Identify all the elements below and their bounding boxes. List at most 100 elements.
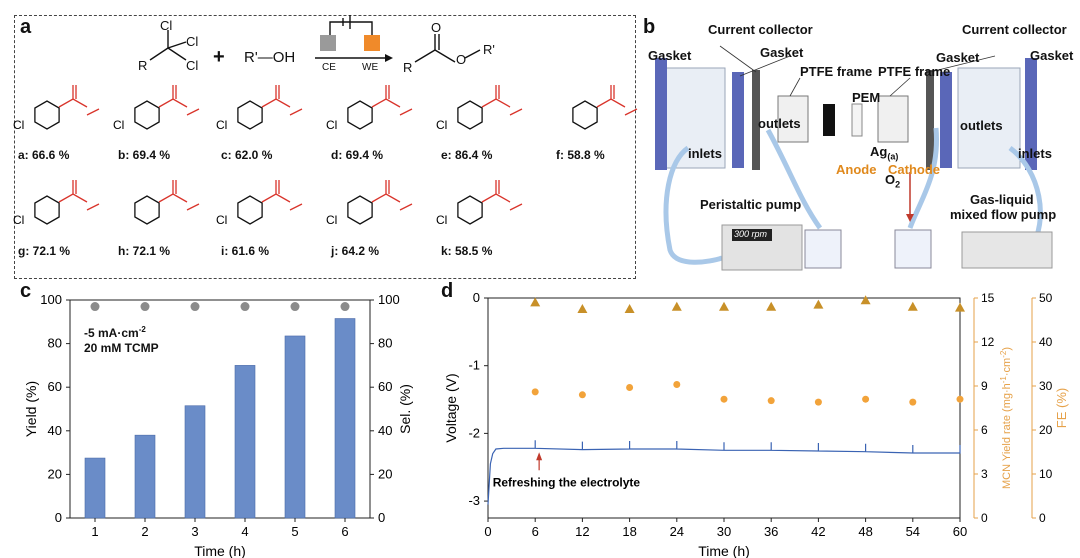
xtick-label-c-0: 1 bbox=[91, 524, 98, 539]
y2tick-label-d-4: 12 bbox=[981, 335, 995, 349]
fe-point-4 bbox=[719, 301, 729, 311]
label-current-collector-right: Current collector bbox=[962, 22, 1067, 37]
atom-cl-top: Cl bbox=[160, 18, 173, 33]
ester-group-6 bbox=[58, 180, 100, 211]
yield-point-9 bbox=[956, 395, 964, 403]
xtick-label-d-3: 18 bbox=[622, 524, 636, 539]
substituent-cl-2: Cl bbox=[216, 118, 227, 132]
substituent-cl-0: Cl bbox=[13, 118, 24, 132]
atom-cl-bottom: Cl bbox=[186, 58, 199, 73]
current-collector-left bbox=[752, 70, 760, 170]
product-ring-8 bbox=[237, 195, 263, 225]
ester-group-1 bbox=[158, 85, 200, 116]
label-outlets-right: outlets bbox=[960, 118, 1003, 133]
ptfe-frame-left bbox=[777, 95, 809, 143]
ytick-label-d-2: -1 bbox=[468, 358, 480, 373]
label-pem: PEM bbox=[852, 90, 881, 105]
label-ce: CE bbox=[322, 62, 336, 73]
atom-r-product: R bbox=[403, 60, 413, 75]
ester-group-2 bbox=[261, 85, 303, 116]
current-collector-right bbox=[926, 70, 934, 170]
label-gasket-right: Gasket bbox=[1030, 48, 1074, 63]
ester-group-0 bbox=[58, 85, 100, 116]
annotation-current: -5 mA·cm-2 bbox=[84, 325, 146, 340]
label-inlets-left: inlets bbox=[688, 146, 722, 161]
ytick-label-c-0: 0 bbox=[55, 510, 62, 525]
xtick-label-d-10: 60 bbox=[953, 524, 967, 539]
dot-sel-3 bbox=[240, 302, 250, 312]
xtick-label-d-5: 30 bbox=[717, 524, 731, 539]
ester-group-4 bbox=[481, 85, 523, 116]
substituent-cl-6: Cl bbox=[13, 213, 24, 227]
y2tick-label-d-3: 9 bbox=[981, 379, 988, 393]
voltage-line bbox=[487, 440, 961, 505]
y3label-d: FE (%) bbox=[1054, 388, 1069, 428]
ytick-label-c-2: 40 bbox=[48, 423, 62, 438]
fe-point-2 bbox=[624, 304, 635, 313]
substituent-cl-1: Cl bbox=[113, 118, 124, 132]
gas-liquid-pump bbox=[961, 231, 1053, 269]
y2label-d: MCN Yield rate (mg·h-1·cm-2) bbox=[999, 347, 1014, 489]
bar-yield-5 bbox=[334, 318, 356, 519]
yield-point-4 bbox=[720, 395, 728, 403]
product-ring-0 bbox=[34, 100, 60, 130]
ester-group-3 bbox=[371, 85, 413, 116]
xtick-label-c-5: 6 bbox=[341, 524, 348, 539]
atom-r: R bbox=[138, 58, 148, 73]
y2tick-label-c-4: 80 bbox=[378, 336, 392, 351]
bar-yield-4 bbox=[284, 335, 306, 519]
product-label-2: c: 62.0 % bbox=[221, 148, 273, 162]
product-label-10: k: 58.5 % bbox=[441, 244, 493, 258]
ytick-label-d-0: -3 bbox=[468, 493, 480, 508]
ester-group-8 bbox=[261, 180, 303, 211]
xtick-label-d-9: 54 bbox=[906, 524, 920, 539]
label-we: WE bbox=[362, 62, 379, 73]
substituent-cl-8: Cl bbox=[216, 213, 227, 227]
label-ptfe-left: PTFE frame bbox=[800, 64, 873, 79]
label-inlets-right: inlets bbox=[1018, 146, 1052, 161]
product-label-1: b: 69.4 % bbox=[118, 148, 171, 162]
yield-point-7 bbox=[862, 395, 870, 403]
substituent-cl-10: Cl bbox=[436, 213, 447, 227]
product-ring-7 bbox=[134, 195, 160, 225]
y2label-c: Sel. (%) bbox=[397, 384, 413, 434]
y2tick-label-c-2: 40 bbox=[378, 423, 392, 438]
ester-group-5 bbox=[596, 85, 638, 116]
xtick-label-c-3: 4 bbox=[241, 524, 248, 539]
fe-point-6 bbox=[813, 299, 824, 309]
ylabel-d: Voltage (V) bbox=[443, 373, 459, 442]
substituent-cl-4: Cl bbox=[436, 118, 447, 132]
y2tick-label-c-3: 60 bbox=[378, 379, 392, 394]
bar-yield-3 bbox=[234, 365, 256, 519]
label-anode: Anode bbox=[836, 162, 877, 177]
product-label-5: f: 58.8 % bbox=[556, 148, 605, 162]
annotation-arrowhead bbox=[536, 452, 543, 461]
dot-sel-0 bbox=[90, 302, 100, 312]
y2tick-label-c-1: 20 bbox=[378, 466, 392, 481]
product-ring-2 bbox=[237, 100, 263, 130]
xtick-label-d-2: 12 bbox=[575, 524, 589, 539]
xtick-label-d-7: 42 bbox=[811, 524, 825, 539]
ytick-label-d-1: -2 bbox=[468, 425, 480, 440]
product-ring-3 bbox=[347, 100, 373, 130]
y3tick-label-d-0: 0 bbox=[1039, 511, 1046, 525]
left-gasket-plate bbox=[655, 58, 667, 170]
product-label-9: j: 64.2 % bbox=[331, 244, 380, 258]
left-cell-body bbox=[664, 67, 726, 169]
product-ring-6 bbox=[34, 195, 60, 225]
product-label-7: h: 72.1 % bbox=[118, 244, 171, 258]
label-ptfe-right: PTFE frame bbox=[878, 64, 951, 79]
dot-sel-1 bbox=[140, 302, 150, 312]
panel-a-box bbox=[14, 15, 636, 279]
fe-point-5 bbox=[766, 301, 777, 311]
yield-point-1 bbox=[578, 391, 586, 399]
y3tick-label-d-3: 30 bbox=[1039, 379, 1053, 393]
plus-sign: + bbox=[213, 46, 225, 68]
yield-point-0 bbox=[531, 388, 539, 396]
xlabel-c: Time (h) bbox=[194, 543, 246, 558]
product-ring-1 bbox=[134, 100, 160, 130]
right-gasket-plate bbox=[1025, 58, 1037, 170]
fe-point-0 bbox=[530, 297, 541, 307]
